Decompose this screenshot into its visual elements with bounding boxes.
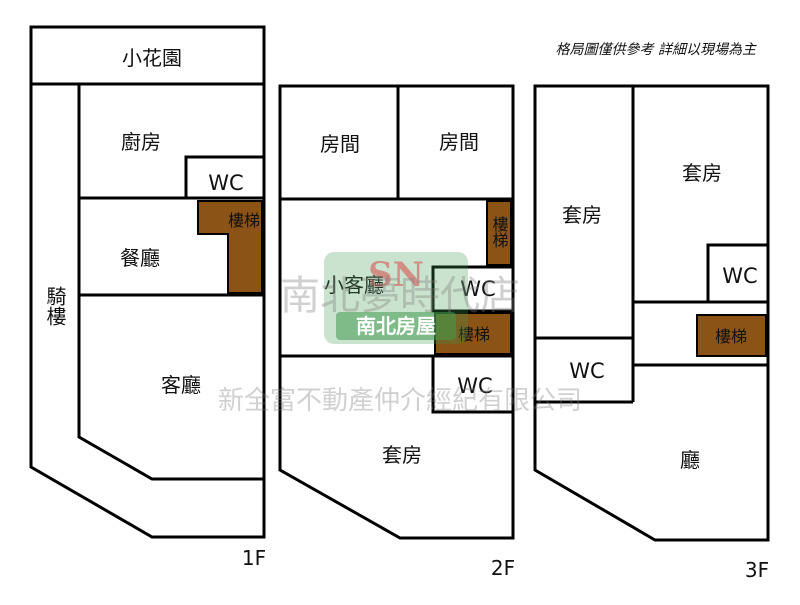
wc-1f-wall <box>184 155 264 198</box>
floor-1f-label: 1F <box>242 546 266 570</box>
stairs-1f-char-1: 樓梯 <box>228 211 260 230</box>
watermark: SN 南北房屋 南北夢時代店 新全富不動產仲介經紀有限公司 <box>218 252 582 416</box>
floor-1f <box>29 25 266 539</box>
hall-3f-label: 廳 <box>680 448 700 472</box>
kitchen-label: 廚房 <box>121 130 161 154</box>
disclaimer-note: 格局圖僅供參考 詳細以現場為主 <box>556 42 757 58</box>
wc-2f-lower-wall <box>431 356 513 414</box>
floor-3f-label: 3F <box>745 558 769 582</box>
wc-2f-upper-label: WC <box>460 277 495 301</box>
living-label: 客廳 <box>161 373 201 397</box>
room-2f-left-label: 房間 <box>320 132 360 156</box>
watermark-company-name: 新全富不動產仲介經紀有限公司 <box>218 386 582 416</box>
wc-3f-right-wall <box>706 243 768 302</box>
suite-3f-left-label: 套房 <box>562 203 602 227</box>
floor-3f <box>533 84 770 542</box>
watermark-logo-mark: SN <box>368 255 424 295</box>
small-living-label: 小客廳 <box>324 273 384 297</box>
stairs-1f-label: 樓梯 <box>228 211 260 230</box>
wc-2f-upper-wall <box>431 265 515 313</box>
watermark-logo-band <box>336 312 456 340</box>
garden-label: 小花園 <box>122 46 182 70</box>
stairs-2f-upper-label: 樓梯 <box>490 216 509 248</box>
watermark-store-name: 南北夢時代店 <box>280 273 520 319</box>
wc-1f-label: WC <box>208 171 243 195</box>
floor-1f-outline <box>29 82 266 539</box>
watermark-logo-text: 南北房屋 <box>356 314 436 338</box>
suite-2f-label: 套房 <box>382 443 422 467</box>
arcade-label: 騎樓 <box>43 286 67 326</box>
floor-2f-outline <box>278 84 515 540</box>
room-2f-right-label: 房間 <box>439 130 479 154</box>
stairs-3f-label: 樓梯 <box>715 327 747 346</box>
dining-label: 餐廳 <box>120 246 160 270</box>
arcade-wall <box>77 84 264 481</box>
suite-3f-right-label: 套房 <box>682 161 722 185</box>
stairs-2f-upper <box>486 200 512 266</box>
stairs-3f <box>696 314 767 357</box>
wc-3f-left-label: WC <box>569 359 604 383</box>
stairs-1f <box>197 200 263 294</box>
wc-3f-right-label: WC <box>722 264 757 288</box>
floor-2f-label: 2F <box>491 556 515 580</box>
floor-2f <box>278 84 515 540</box>
wc-2f-lower-label: WC <box>457 374 492 398</box>
stairs-2f-lower-label: 樓梯 <box>458 325 490 344</box>
floor-3f-outline <box>533 84 770 542</box>
